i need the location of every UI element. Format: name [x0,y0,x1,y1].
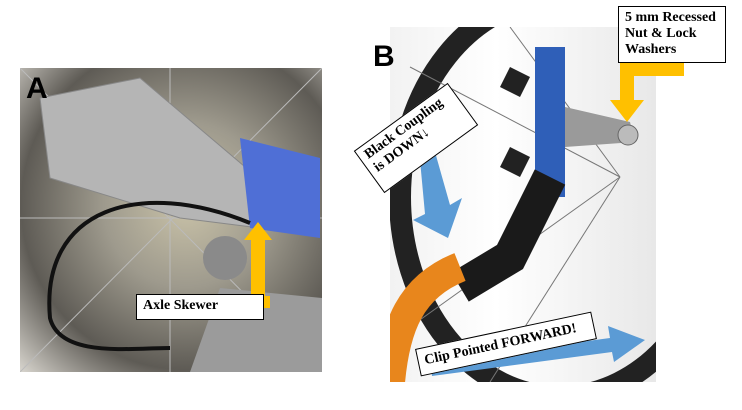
label-axle-skewer: Axle Skewer [136,294,264,320]
panel-letter-b: B [373,40,395,73]
photo-b-illustration [390,27,656,382]
yellow-arrow-nut [610,62,684,122]
blue-arrow-coupling [413,152,462,238]
photo-panel-b-mounted-clip [390,27,656,382]
yellow-arrow-axle [235,222,272,308]
panel-letter-a: A [26,72,48,105]
photo-panel-a-bike-rear-hub [20,68,322,372]
label-recessed-nut: 5 mm Recessed Nut & Lock Washers [618,6,726,63]
